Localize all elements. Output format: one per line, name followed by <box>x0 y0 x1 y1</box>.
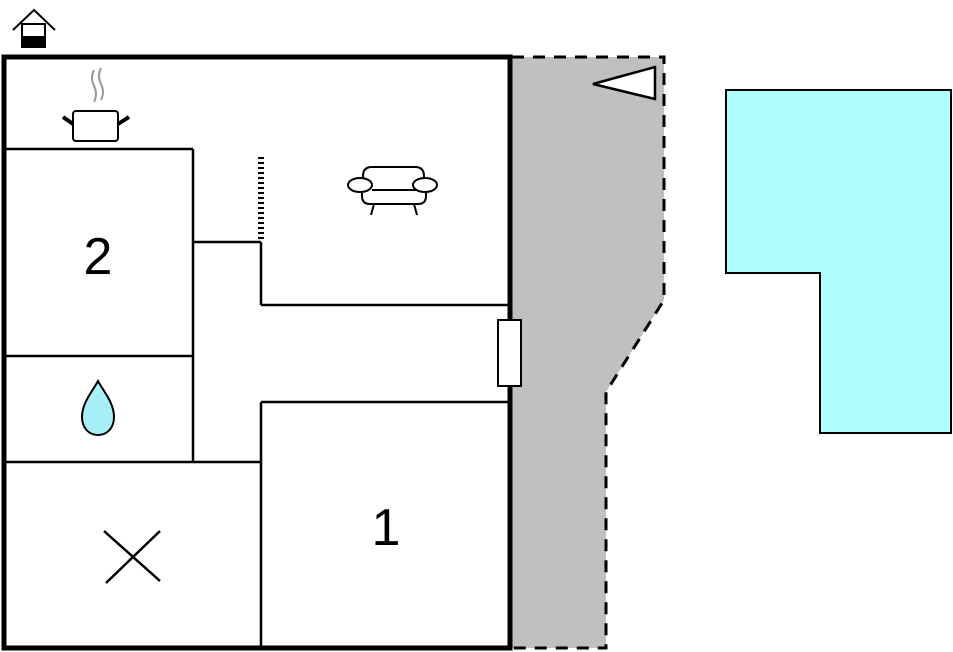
outer-wall <box>1 54 513 651</box>
pool-area <box>725 89 952 434</box>
water-drop-icon <box>80 378 116 437</box>
x-mark-icon <box>103 530 161 584</box>
door[interactable] <box>497 319 522 387</box>
sofa-icon <box>347 166 438 216</box>
house-entrance-icon <box>12 8 56 48</box>
room-label-2: 2 <box>84 228 113 286</box>
interior-walls <box>4 147 510 648</box>
terrace-area <box>510 55 666 650</box>
triangle-pointer-icon <box>592 65 657 101</box>
cooking-pot-icon <box>61 67 131 142</box>
room-label-1: 1 <box>372 499 401 557</box>
